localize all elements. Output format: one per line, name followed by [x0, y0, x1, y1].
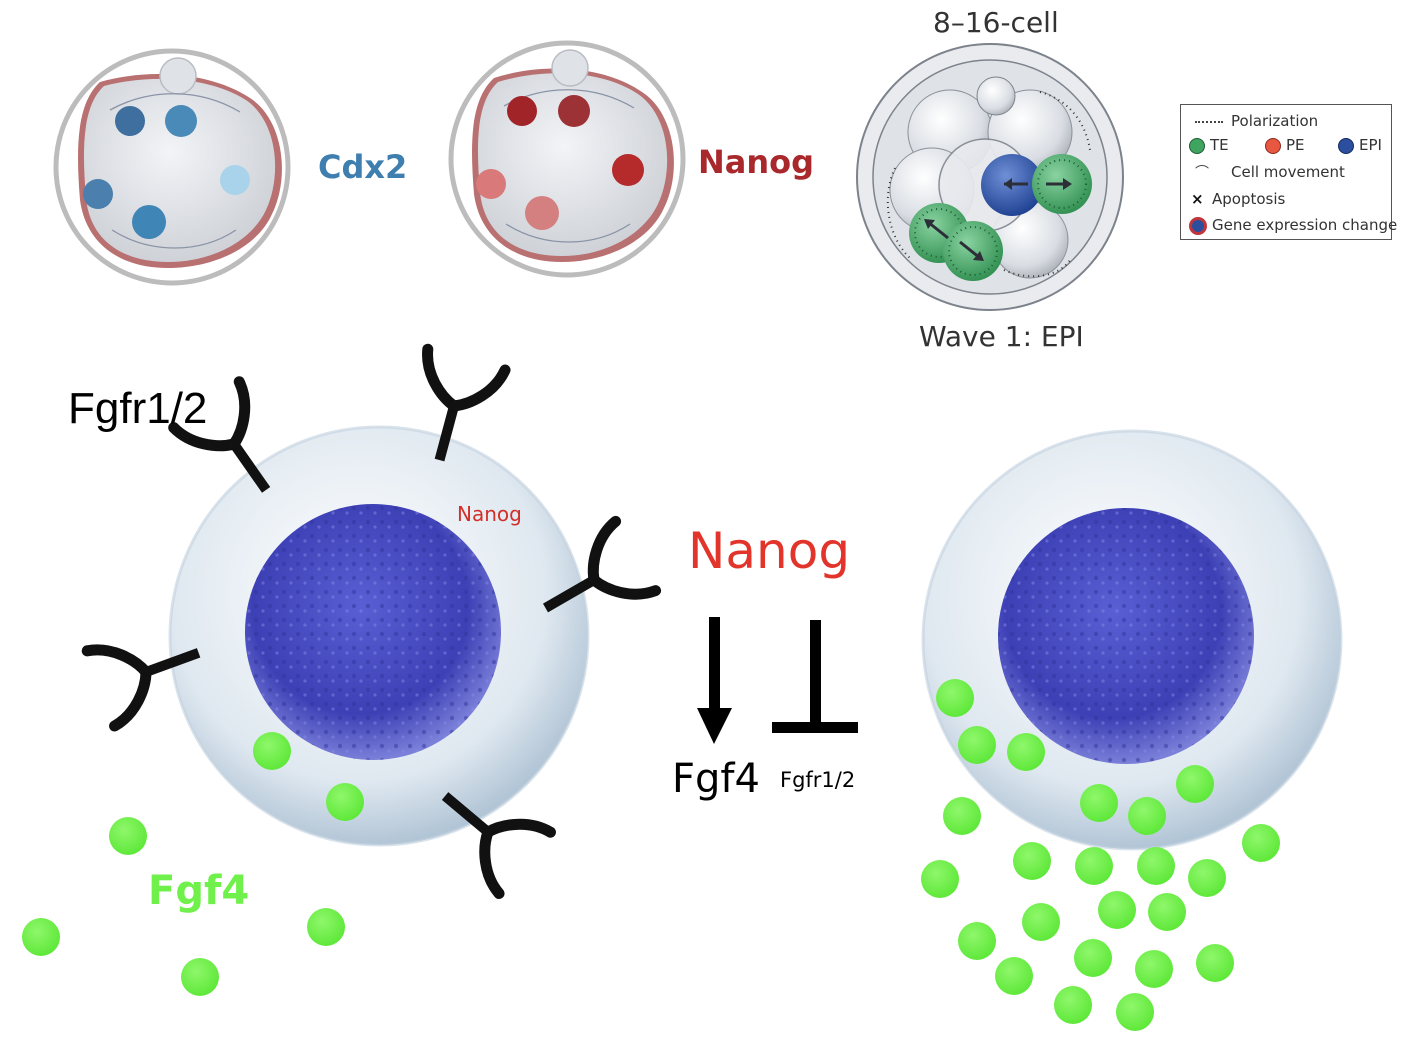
legend-pe: PE	[1265, 136, 1305, 154]
legend-box: Polarization TE PE EPI ⌒Cell movement ×A…	[1180, 104, 1397, 240]
wave-label: Wave 1: EPI	[919, 320, 1084, 353]
receptor-label: Fgfr1/2	[68, 384, 208, 433]
fgf4-secreting-cell	[921, 429, 1343, 851]
apoptosis-cross-icon: ×	[1191, 190, 1204, 208]
epi-dot-icon	[1338, 137, 1354, 154]
legend-polarization: Polarization	[1195, 112, 1318, 130]
pe-dot-icon	[1265, 137, 1281, 154]
activation-arrow	[697, 617, 732, 744]
ligand-label: Fgf4	[148, 868, 250, 914]
legend-epi: EPI	[1338, 136, 1382, 154]
polarization-icon	[1195, 120, 1223, 123]
legend-apoptosis: ×Apoptosis	[1191, 190, 1286, 208]
cell-movement-arrow-icon: ⌒	[1195, 165, 1209, 181]
gene-expression-dot-icon	[1189, 216, 1207, 235]
legend-te: TE	[1189, 136, 1229, 154]
pathway-regulator: Nanog	[688, 522, 851, 580]
nanog-embryo	[448, 40, 686, 278]
fgf4-molecules-right	[921, 679, 1280, 1031]
cdx2-label: Cdx2	[318, 148, 408, 186]
pathway-activated-target: Fgf4	[672, 756, 760, 802]
legend-gene-expression-change: Gene expression change	[1189, 216, 1397, 235]
nucleus-nanog-label: Nanog	[457, 502, 522, 526]
fgf4-molecules-left	[22, 732, 364, 996]
te-dot-icon	[1189, 137, 1205, 154]
fgfr-expressing-cell	[168, 425, 590, 847]
pathway-repressed-target: Fgfr1/2	[780, 768, 856, 792]
eight-sixteen-cell-embryo	[856, 43, 1124, 311]
nanog-embryo-label: Nanog	[698, 143, 815, 181]
cdx2-embryo	[53, 48, 291, 286]
stage-title: 8–16-cell	[933, 6, 1059, 39]
repression-bar	[772, 620, 858, 733]
legend-cell-movement: ⌒Cell movement	[1195, 163, 1345, 181]
